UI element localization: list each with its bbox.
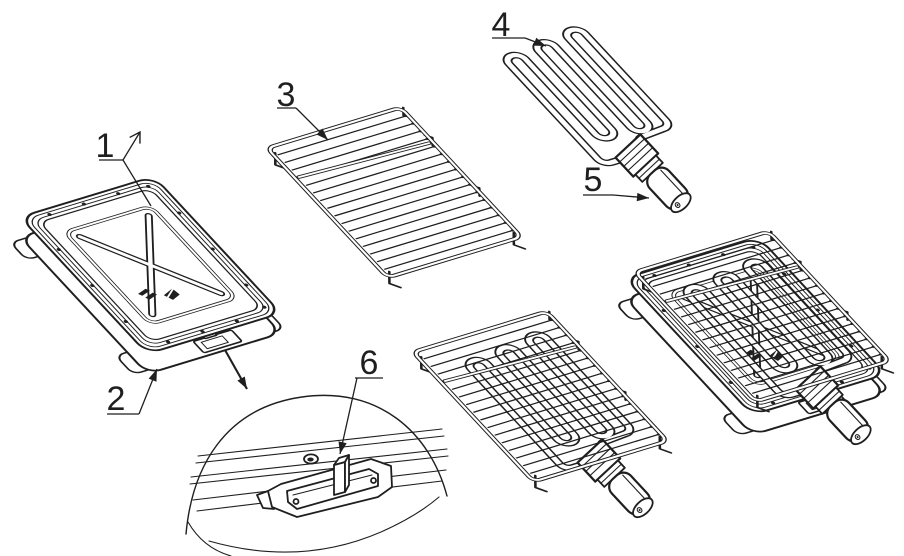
callout-1-number: 1 [96,127,115,165]
callout-4-leader [524,37,547,47]
callout-2-number: 2 [107,380,126,418]
explode-arrow [224,349,248,390]
callout-4: 4 [492,6,547,47]
callout-5: 5 [583,161,650,202]
callout-1: 1 [96,127,152,207]
subassembly-view [407,311,680,524]
callout-6-number: 6 [360,344,379,382]
callouts: 1 2 3 4 5 6 [96,6,650,455]
callout-2-leader [138,368,158,415]
callout-3-number: 3 [277,76,296,114]
callout-4-number: 4 [492,6,511,44]
latch-tab [333,454,350,496]
latch-screw [303,453,319,465]
grate-view [261,107,534,291]
callout-5-number: 5 [584,161,603,199]
callout-2: 2 [107,368,158,418]
detail-balloon [185,394,448,535]
callout-6: 6 [338,344,383,455]
drip-tray-view [0,176,296,377]
callout-1-arrow [122,130,141,161]
latch-detail-view [185,394,449,556]
callout-6-leader [338,377,358,455]
callout-3: 3 [277,76,329,141]
callout-1-leader [122,159,152,207]
callout-3-leader [295,107,329,141]
callout-5-leader [612,192,650,202]
